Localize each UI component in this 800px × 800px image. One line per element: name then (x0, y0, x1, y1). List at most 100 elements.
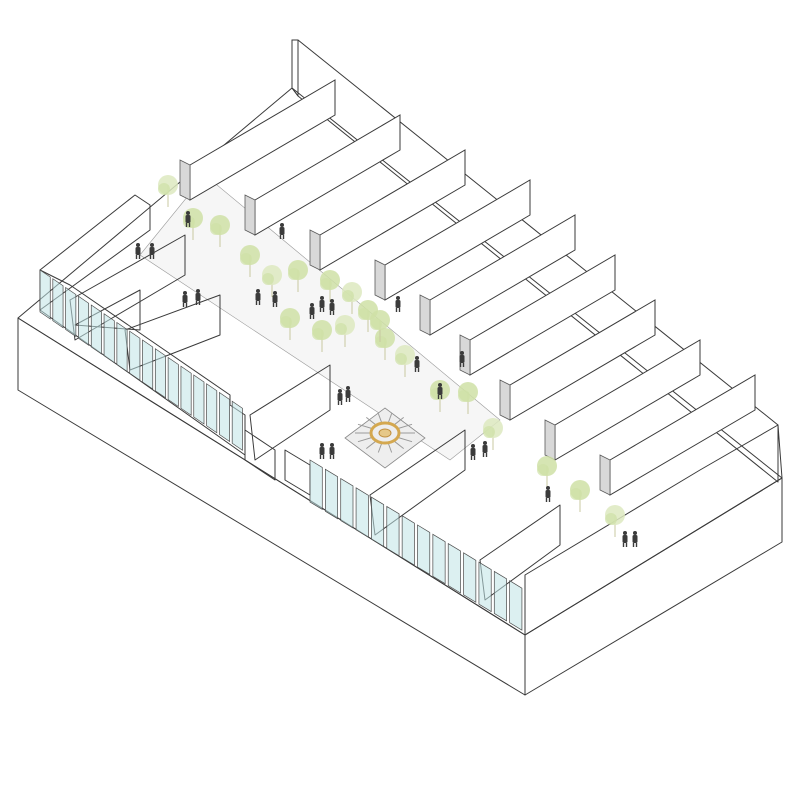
stair-step (397, 423, 413, 430)
person-icon (255, 289, 261, 305)
back-right-rooms (374, 179, 756, 496)
glass-pane (116, 321, 128, 373)
glass-pane (231, 400, 243, 451)
person-icon (135, 243, 141, 259)
back-left-room-partition (309, 149, 466, 271)
person-icon (337, 389, 343, 405)
tree-icon (210, 215, 230, 247)
person-icon (632, 531, 638, 547)
person-icon (329, 443, 335, 459)
person-icon (345, 386, 351, 402)
tree-icon (395, 345, 415, 377)
tree-icon (262, 265, 282, 297)
tree-icon (335, 315, 355, 347)
stair-step (377, 442, 383, 453)
glass-pane (90, 304, 102, 355)
tree-icon (370, 310, 390, 342)
person-icon (395, 296, 401, 312)
glass-pane (478, 561, 492, 613)
glass-pane (206, 383, 218, 434)
person-icon (182, 291, 188, 307)
glass-pane (167, 356, 179, 408)
stair-step (365, 440, 377, 450)
person-icon (149, 243, 155, 259)
back-right-room-partition (599, 374, 756, 496)
glass-pane (493, 570, 507, 622)
stair-step (357, 436, 373, 443)
stair-step (357, 423, 373, 430)
person-icon (279, 223, 285, 239)
stair-step (397, 436, 413, 443)
back-right-room-partition (459, 254, 616, 376)
glass-pane (509, 580, 523, 631)
back-right-room-partition (499, 299, 656, 421)
person-icon (185, 211, 191, 227)
person-icon (319, 443, 325, 459)
glass-pane (219, 391, 230, 443)
person-icon (482, 441, 488, 457)
tree-icon (312, 320, 332, 352)
glass-pane (65, 286, 77, 338)
tree-icon (288, 260, 308, 292)
back-right-room-partition (374, 179, 531, 301)
stair-step (387, 442, 393, 453)
tree-icon (320, 270, 340, 302)
front-right-rooms (369, 424, 783, 636)
glass-pane (447, 542, 461, 594)
person-icon (459, 351, 465, 367)
glass-pane (52, 278, 64, 329)
person-icon (272, 291, 278, 307)
tree-icon (537, 456, 557, 488)
tree-icon (280, 308, 300, 340)
stair-step (365, 416, 377, 426)
glass-pane (355, 487, 369, 538)
stair-step (377, 413, 383, 424)
back-left-room-partition (244, 114, 401, 236)
person-icon (470, 444, 476, 460)
person-icon (195, 289, 201, 305)
glass-pane (432, 533, 446, 585)
stair-step (387, 413, 393, 424)
glazed-facade-left (39, 269, 243, 451)
tree-icon (158, 175, 178, 207)
people (135, 211, 638, 547)
tree-icon (458, 382, 478, 414)
glass-pane (193, 374, 205, 425)
person-icon (319, 296, 325, 312)
back-left-rooms (179, 79, 466, 271)
glass-pane (401, 515, 415, 566)
glass-pane (103, 313, 115, 364)
tree-icon (570, 480, 590, 512)
glazed-facade-right (309, 459, 523, 631)
tree-icon (342, 282, 362, 314)
person-icon (545, 486, 551, 502)
tree-icon (240, 245, 260, 277)
glass-pane (129, 330, 141, 381)
back-right-room-partition (419, 214, 576, 336)
plinth-left-face (17, 317, 526, 696)
glass-pane (180, 365, 192, 416)
tree-icon (483, 418, 503, 450)
glass-pane (386, 505, 400, 557)
glass-pane (463, 552, 477, 603)
glass-pane (142, 339, 154, 390)
glass-pane (154, 348, 166, 399)
back-left-room-partition (179, 79, 336, 201)
tree-icon (375, 328, 395, 360)
glass-pane (417, 524, 431, 576)
person-icon (414, 356, 420, 372)
spiral-stair-icon (344, 407, 426, 469)
glass-pane (325, 468, 338, 520)
person-icon (622, 531, 628, 547)
tree-icon (605, 505, 625, 537)
glass-pane (309, 459, 323, 511)
trees (158, 175, 625, 537)
glass-pane (371, 496, 385, 548)
person-icon (329, 299, 335, 315)
person-icon (437, 383, 443, 399)
glass-pane (78, 295, 90, 346)
glass-pane (39, 269, 51, 320)
glass-pane (340, 477, 354, 529)
